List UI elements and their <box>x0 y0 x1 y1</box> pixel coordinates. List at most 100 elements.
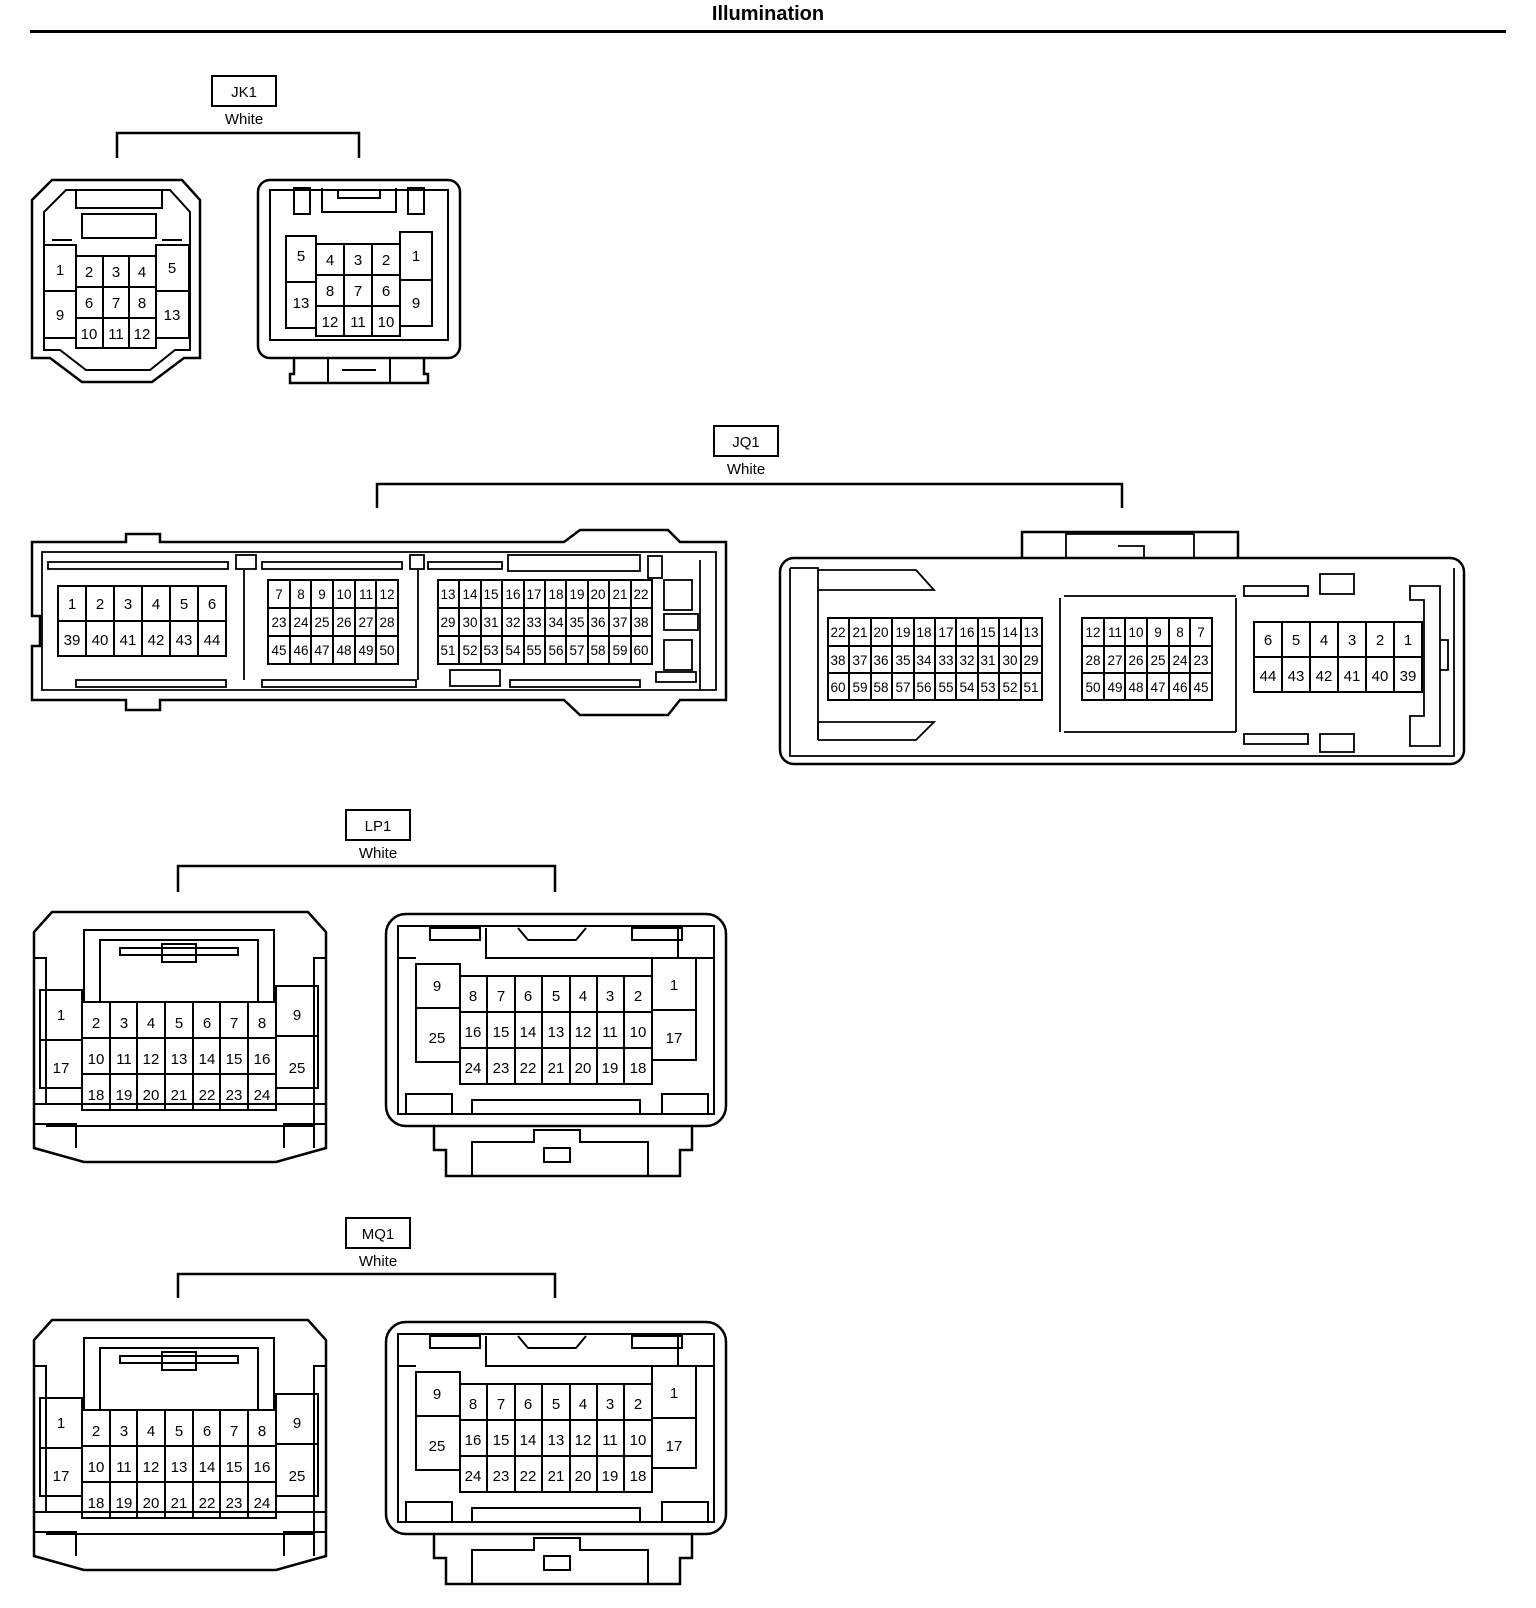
svg-text:18: 18 <box>88 1495 105 1512</box>
svg-text:48: 48 <box>1128 680 1143 695</box>
svg-text:11: 11 <box>108 326 124 343</box>
svg-text:5: 5 <box>552 988 560 1005</box>
svg-text:3: 3 <box>606 988 614 1005</box>
svg-text:20: 20 <box>575 1060 592 1077</box>
svg-text:37: 37 <box>852 653 867 668</box>
svg-text:16: 16 <box>465 1024 482 1041</box>
connector-bracket <box>115 131 361 158</box>
svg-text:7: 7 <box>230 1015 238 1032</box>
svg-text:11: 11 <box>350 314 366 331</box>
svg-text:59: 59 <box>852 680 867 695</box>
svg-text:26: 26 <box>1128 653 1143 668</box>
svg-text:55: 55 <box>526 643 541 658</box>
svg-text:13: 13 <box>171 1051 188 1068</box>
svg-text:9: 9 <box>433 1386 441 1403</box>
title-rule <box>30 30 1506 33</box>
svg-text:8: 8 <box>469 988 477 1005</box>
svg-text:43: 43 <box>1288 668 1305 685</box>
svg-text:11: 11 <box>1108 625 1122 640</box>
svg-text:13: 13 <box>548 1432 565 1449</box>
svg-text:42: 42 <box>148 632 165 649</box>
svg-text:22: 22 <box>199 1087 216 1104</box>
svg-text:19: 19 <box>895 625 910 640</box>
svg-text:14: 14 <box>1002 625 1018 640</box>
svg-text:21: 21 <box>548 1060 565 1077</box>
svg-text:47: 47 <box>314 643 329 658</box>
svg-text:18: 18 <box>630 1060 647 1077</box>
svg-text:17: 17 <box>938 625 953 640</box>
svg-text:12: 12 <box>143 1459 160 1476</box>
svg-text:13: 13 <box>548 1024 565 1041</box>
svg-text:10: 10 <box>88 1459 105 1476</box>
connector-bracket <box>176 864 557 892</box>
svg-text:16: 16 <box>254 1051 271 1068</box>
svg-text:11: 11 <box>116 1459 132 1476</box>
svg-text:29: 29 <box>1023 653 1038 668</box>
svg-text:1: 1 <box>412 248 420 265</box>
svg-text:23: 23 <box>493 1060 510 1077</box>
svg-text:8: 8 <box>297 587 305 602</box>
connector-code-box <box>211 75 277 107</box>
svg-text:33: 33 <box>938 653 953 668</box>
svg-text:38: 38 <box>633 615 648 630</box>
svg-text:24: 24 <box>1172 653 1188 668</box>
connector-code-box <box>345 1217 411 1249</box>
svg-text:32: 32 <box>959 653 974 668</box>
svg-text:38: 38 <box>830 653 845 668</box>
svg-text:17: 17 <box>53 1060 70 1077</box>
svg-text:8: 8 <box>469 1396 477 1413</box>
connector-code-box <box>345 809 411 841</box>
svg-text:2: 2 <box>92 1015 100 1032</box>
svg-text:13: 13 <box>440 587 455 602</box>
svg-text:52: 52 <box>462 643 477 658</box>
svg-text:32: 32 <box>505 615 520 630</box>
svg-text:13: 13 <box>293 295 310 312</box>
svg-text:31: 31 <box>483 615 498 630</box>
svg-text:4: 4 <box>326 252 334 269</box>
svg-text:13: 13 <box>164 307 181 324</box>
svg-text:29: 29 <box>440 615 455 630</box>
svg-text:16: 16 <box>465 1432 482 1449</box>
svg-text:8: 8 <box>326 283 334 300</box>
svg-text:12: 12 <box>1085 625 1100 640</box>
connector-jq1: JQ1 White <box>30 425 1466 766</box>
svg-text:16: 16 <box>505 587 520 602</box>
connector-code: LP1 <box>365 818 392 835</box>
connector-color: White <box>359 1253 397 1270</box>
svg-text:41: 41 <box>1344 668 1361 685</box>
svg-text:7: 7 <box>112 295 120 312</box>
svg-text:21: 21 <box>171 1087 188 1104</box>
svg-text:3: 3 <box>120 1423 128 1440</box>
svg-text:7: 7 <box>354 283 362 300</box>
svg-text:24: 24 <box>254 1087 271 1104</box>
svg-text:35: 35 <box>569 615 584 630</box>
svg-text:5: 5 <box>297 248 305 265</box>
svg-text:12: 12 <box>575 1024 592 1041</box>
svg-text:1: 1 <box>68 596 76 613</box>
svg-text:9: 9 <box>1154 625 1162 640</box>
svg-text:16: 16 <box>254 1459 271 1476</box>
svg-text:21: 21 <box>852 625 867 640</box>
svg-text:51: 51 <box>440 643 455 658</box>
svg-text:57: 57 <box>569 643 584 658</box>
svg-text:2: 2 <box>634 1396 642 1413</box>
svg-text:14: 14 <box>520 1024 537 1041</box>
svg-text:23: 23 <box>271 615 286 630</box>
svg-text:23: 23 <box>226 1495 243 1512</box>
svg-text:19: 19 <box>569 587 584 602</box>
svg-text:56: 56 <box>916 680 931 695</box>
svg-text:11: 11 <box>116 1051 132 1068</box>
page-title: Illumination <box>711 3 825 25</box>
svg-text:43: 43 <box>176 632 193 649</box>
svg-text:15: 15 <box>493 1024 510 1041</box>
svg-text:13: 13 <box>1023 625 1038 640</box>
svg-text:10: 10 <box>1128 625 1143 640</box>
svg-text:57: 57 <box>895 680 910 695</box>
